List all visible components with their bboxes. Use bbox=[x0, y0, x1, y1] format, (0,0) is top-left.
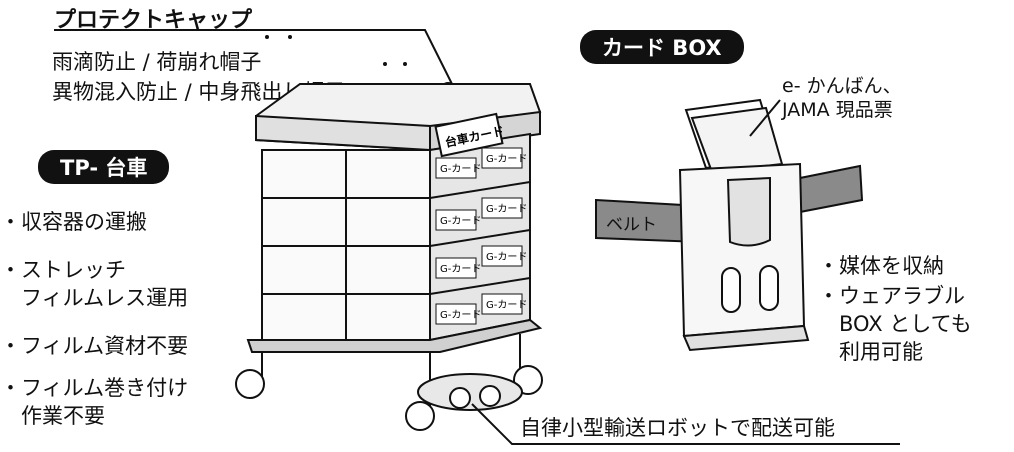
svg-text:G-カード: G-カード bbox=[486, 251, 527, 263]
svg-text:G-カード: G-カード bbox=[440, 163, 481, 175]
svg-text:G-カード: G-カード bbox=[486, 299, 527, 311]
protect-cap-title: プロテクトキャップ bbox=[54, 8, 253, 33]
svg-text:G-カード: G-カード bbox=[486, 203, 527, 215]
g-card-5: G-カード bbox=[435, 257, 481, 279]
belt-label: ベルト bbox=[606, 215, 657, 235]
tp-cart-item-2: ・ストレッチ フィルムレス運用 bbox=[0, 258, 189, 310]
protect-cap-leader bbox=[54, 29, 456, 91]
g-card-8: G-カード bbox=[481, 293, 527, 315]
g-card-7: G-カード bbox=[435, 303, 481, 325]
emphasis-dots bbox=[265, 35, 407, 66]
tp-cart-item-1: ・収容器の運搬 bbox=[0, 210, 147, 234]
tp-cart-item-3: ・フィルム資材不要 bbox=[0, 334, 189, 358]
g-card-group: G-カード G-カード G-カード G-カード G-カード G-カード G-カー… bbox=[435, 147, 527, 325]
g-card-1: G-カード bbox=[435, 157, 481, 179]
g-card-4: G-カード bbox=[481, 197, 527, 219]
svg-text:G-カード: G-カード bbox=[440, 215, 481, 227]
tp-cart-badge: TP- 台車 bbox=[38, 150, 170, 184]
card-box-badge: カード BOX bbox=[580, 30, 744, 64]
g-card-3: G-カード bbox=[435, 209, 481, 231]
g-card-2: G-カード bbox=[481, 147, 527, 169]
card-box-feature-2: ・ウェアラブル BOX としても 利用可能 bbox=[818, 284, 972, 364]
card-box-callout: e- かんばん、 JAMA 現品票 bbox=[782, 75, 902, 121]
tp-cart-illustration bbox=[235, 83, 543, 431]
protect-cap-line-1: 雨滴防止 / 荷崩れ帽子 bbox=[52, 50, 262, 74]
g-card-6: G-カード bbox=[481, 245, 527, 267]
card-box-feature-1: ・媒体を収納 bbox=[818, 254, 944, 278]
svg-text:G-カード: G-カード bbox=[440, 309, 481, 321]
robot-caption: 自律小型輸送ロボットで配送可能 bbox=[520, 416, 835, 440]
svg-text:G-カード: G-カード bbox=[440, 263, 481, 275]
cart-card: 台車カード bbox=[434, 112, 505, 158]
callout-leader bbox=[749, 99, 781, 137]
tp-cart-item-4: ・フィルム巻き付け 作業不要 bbox=[0, 376, 189, 428]
robot-leader bbox=[471, 403, 900, 445]
svg-text:G-カード: G-カード bbox=[486, 153, 527, 165]
